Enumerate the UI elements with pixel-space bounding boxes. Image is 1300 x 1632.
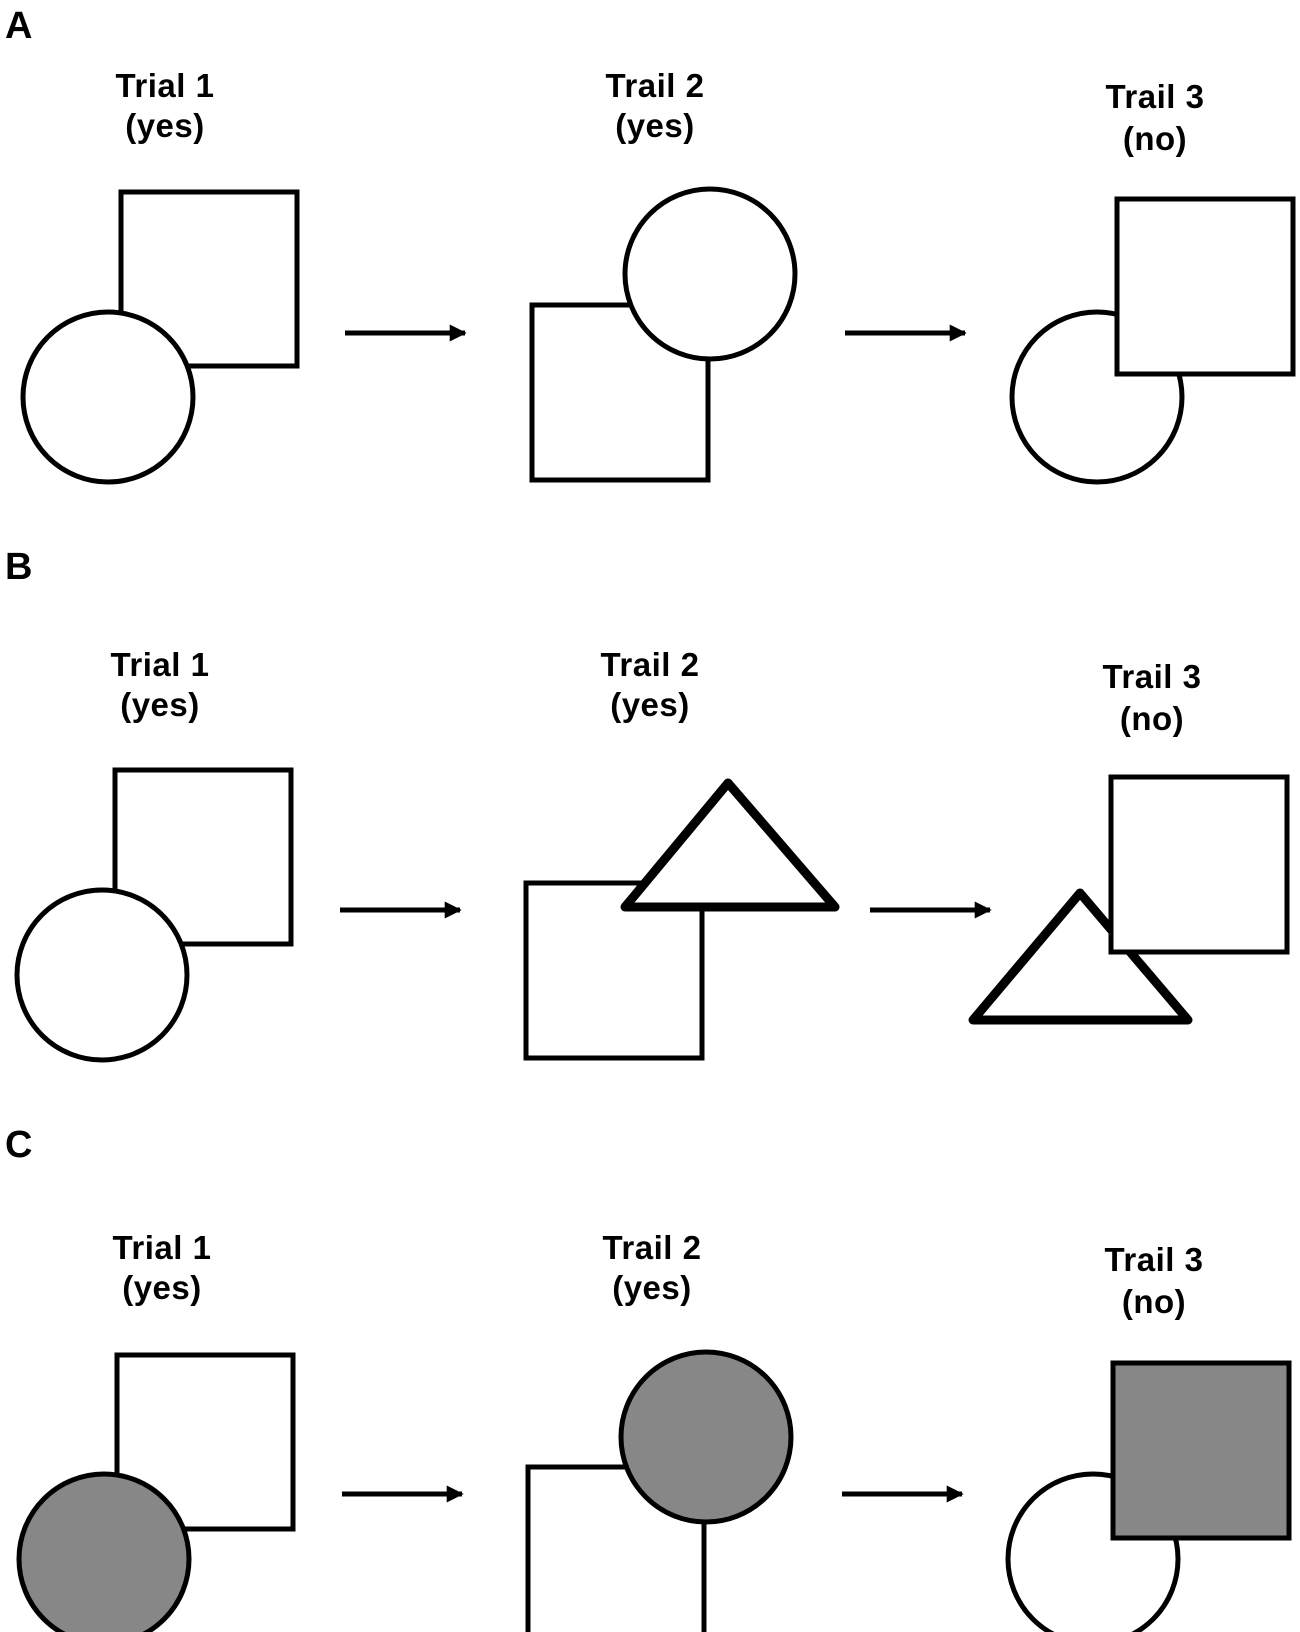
trial-1-answer: (yes): [125, 107, 205, 144]
trial-1-name: Trial 1: [116, 67, 215, 104]
square-shape-highlighted: [1110, 1360, 1292, 1541]
panel-b: B Trial 1 (yes) Trail 2 (yes) Trail 3 (n…: [5, 546, 1290, 1063]
trial-3-name: Trail 3: [1105, 1241, 1204, 1278]
square-shape: [523, 880, 705, 1061]
square-shape: [1114, 196, 1296, 377]
trial-2-name: Trail 2: [603, 1229, 702, 1266]
panel-letter-a: A: [5, 5, 32, 47]
square-shape: [1108, 774, 1290, 955]
trial-1-name: Trial 1: [113, 1229, 212, 1266]
circle-shape-highlighted: [16, 1471, 192, 1632]
trial-3-name: Trail 3: [1103, 658, 1202, 695]
panel-c: C Trial 1 (yes) Trail 2 (yes) Trail 3 (n…: [5, 1124, 1292, 1632]
trial-1-answer: (yes): [120, 686, 200, 723]
panel-letter-c: C: [5, 1124, 32, 1166]
circle-shape-highlighted: [618, 1349, 794, 1525]
trial-3-answer: (no): [1120, 700, 1184, 737]
trial-1-name: Trial 1: [111, 646, 210, 683]
circle-shape: [14, 887, 190, 1063]
trial-2-answer: (yes): [612, 1269, 692, 1306]
circle-shape: [20, 309, 196, 485]
trial-2-name: Trail 2: [601, 646, 700, 683]
triangle-shape: [620, 778, 840, 912]
panel-a: A Trial 1 (yes) Trail 2 (yes) Trail 3 (n…: [5, 5, 1296, 485]
trial-2-answer: (yes): [615, 107, 695, 144]
trial-1-answer: (yes): [122, 1269, 202, 1306]
trial-3-answer: (no): [1123, 120, 1187, 157]
circle-shape: [622, 186, 798, 362]
trial-2-answer: (yes): [610, 686, 690, 723]
triangle-shape: [968, 888, 1193, 1025]
trial-3-answer: (no): [1122, 1283, 1186, 1320]
panel-letter-b: B: [5, 546, 32, 588]
trial-3-name: Trail 3: [1106, 78, 1205, 115]
square-shape: [529, 302, 711, 483]
trial-2-name: Trail 2: [606, 67, 705, 104]
